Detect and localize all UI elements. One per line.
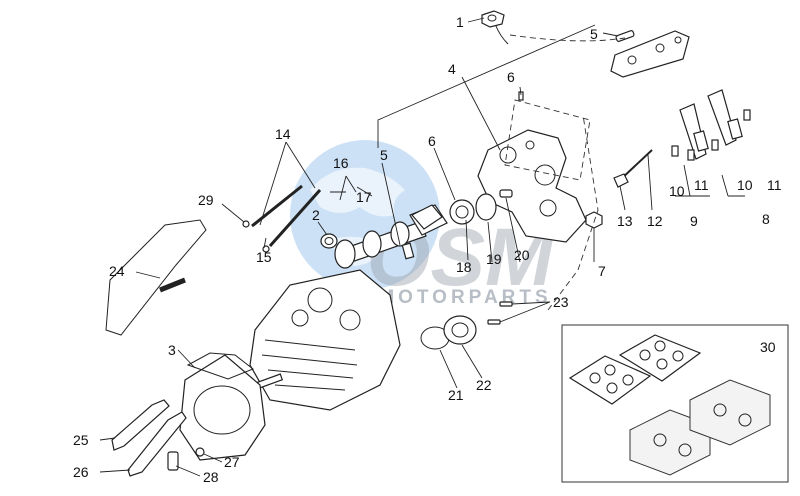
push-rods-14 — [242, 184, 322, 253]
callout-24: 24 — [109, 263, 125, 279]
callout-20: 20 — [514, 247, 530, 263]
callout-10-left: 10 — [669, 183, 685, 199]
dowel-28 — [167, 451, 179, 471]
callout-6-mid: 6 — [428, 133, 436, 149]
callout-1: 1 — [456, 14, 464, 30]
cover-22 — [443, 315, 477, 345]
callout-25: 25 — [73, 432, 89, 448]
callout-2: 2 — [312, 207, 320, 223]
callout-5-mid: 5 — [380, 147, 388, 163]
callout-7: 7 — [598, 263, 606, 279]
callout-21: 21 — [448, 387, 464, 403]
callout-4: 4 — [448, 61, 456, 77]
bolt-20 — [499, 189, 513, 198]
guide-line — [509, 34, 626, 42]
callout-10-right: 10 — [737, 177, 753, 193]
callout-12: 12 — [647, 213, 663, 229]
gasket-plate — [186, 352, 254, 380]
cam-sprocket-6 — [449, 199, 475, 225]
leader-lines — [99, 17, 745, 477]
callout-13: 13 — [617, 213, 633, 229]
callout-23: 23 — [553, 294, 569, 310]
small-parts-10-11 — [671, 109, 751, 161]
dashed-outline-holder — [504, 99, 591, 181]
rocker-arm-9 — [679, 103, 709, 160]
breather-clip — [481, 10, 509, 45]
camshaft-bearing-2 — [320, 233, 338, 249]
callout-22: 22 — [476, 377, 492, 393]
callout-16: 16 — [333, 155, 349, 171]
callout-26: 26 — [73, 464, 89, 480]
callout-15: 15 — [256, 249, 272, 265]
rocker-support-top — [610, 30, 690, 78]
head-gasket-3 — [179, 354, 266, 461]
cylinder-head — [249, 269, 401, 411]
callout-11-left: 11 — [694, 177, 709, 193]
callout-11-right: 11 — [767, 177, 782, 193]
callout-14: 14 — [275, 126, 291, 142]
callout-28: 28 — [203, 469, 219, 485]
callout-8: 8 — [762, 211, 770, 227]
rocker-arm-8 — [707, 89, 743, 146]
callout-30: 30 — [760, 339, 776, 355]
bolt-5-top — [615, 30, 635, 42]
plate-19 — [475, 193, 497, 221]
callout-3: 3 — [168, 342, 176, 358]
callout-18: 18 — [456, 259, 472, 275]
chain-guide-25 — [111, 399, 170, 451]
callout-19: 19 — [486, 251, 502, 267]
screw-27 — [195, 447, 205, 457]
dashed-guide-right — [547, 114, 599, 311]
gasket-kit-box-30 — [561, 324, 789, 483]
nut-7 — [585, 211, 603, 229]
screws-23 — [487, 301, 513, 325]
callout-9: 9 — [690, 213, 698, 229]
callout-5-top: 5 — [590, 26, 598, 42]
callout-6-top: 6 — [507, 69, 515, 85]
watermark-subtitle: MOTORPARTS — [378, 287, 551, 308]
chain-guide-26 — [127, 411, 187, 477]
callout-29: 29 — [198, 192, 214, 208]
shaft-12 — [613, 149, 653, 188]
callout-17: 17 — [356, 189, 372, 205]
callout-27: 27 — [224, 454, 240, 470]
watermark-globe — [290, 140, 440, 290]
tensioner-16 — [401, 204, 443, 260]
callout-labels: 1 2 3 4 5 5 6 6 7 8 9 10 10 11 11 12 13 … — [73, 14, 782, 485]
timing-chain-24 — [105, 219, 207, 336]
